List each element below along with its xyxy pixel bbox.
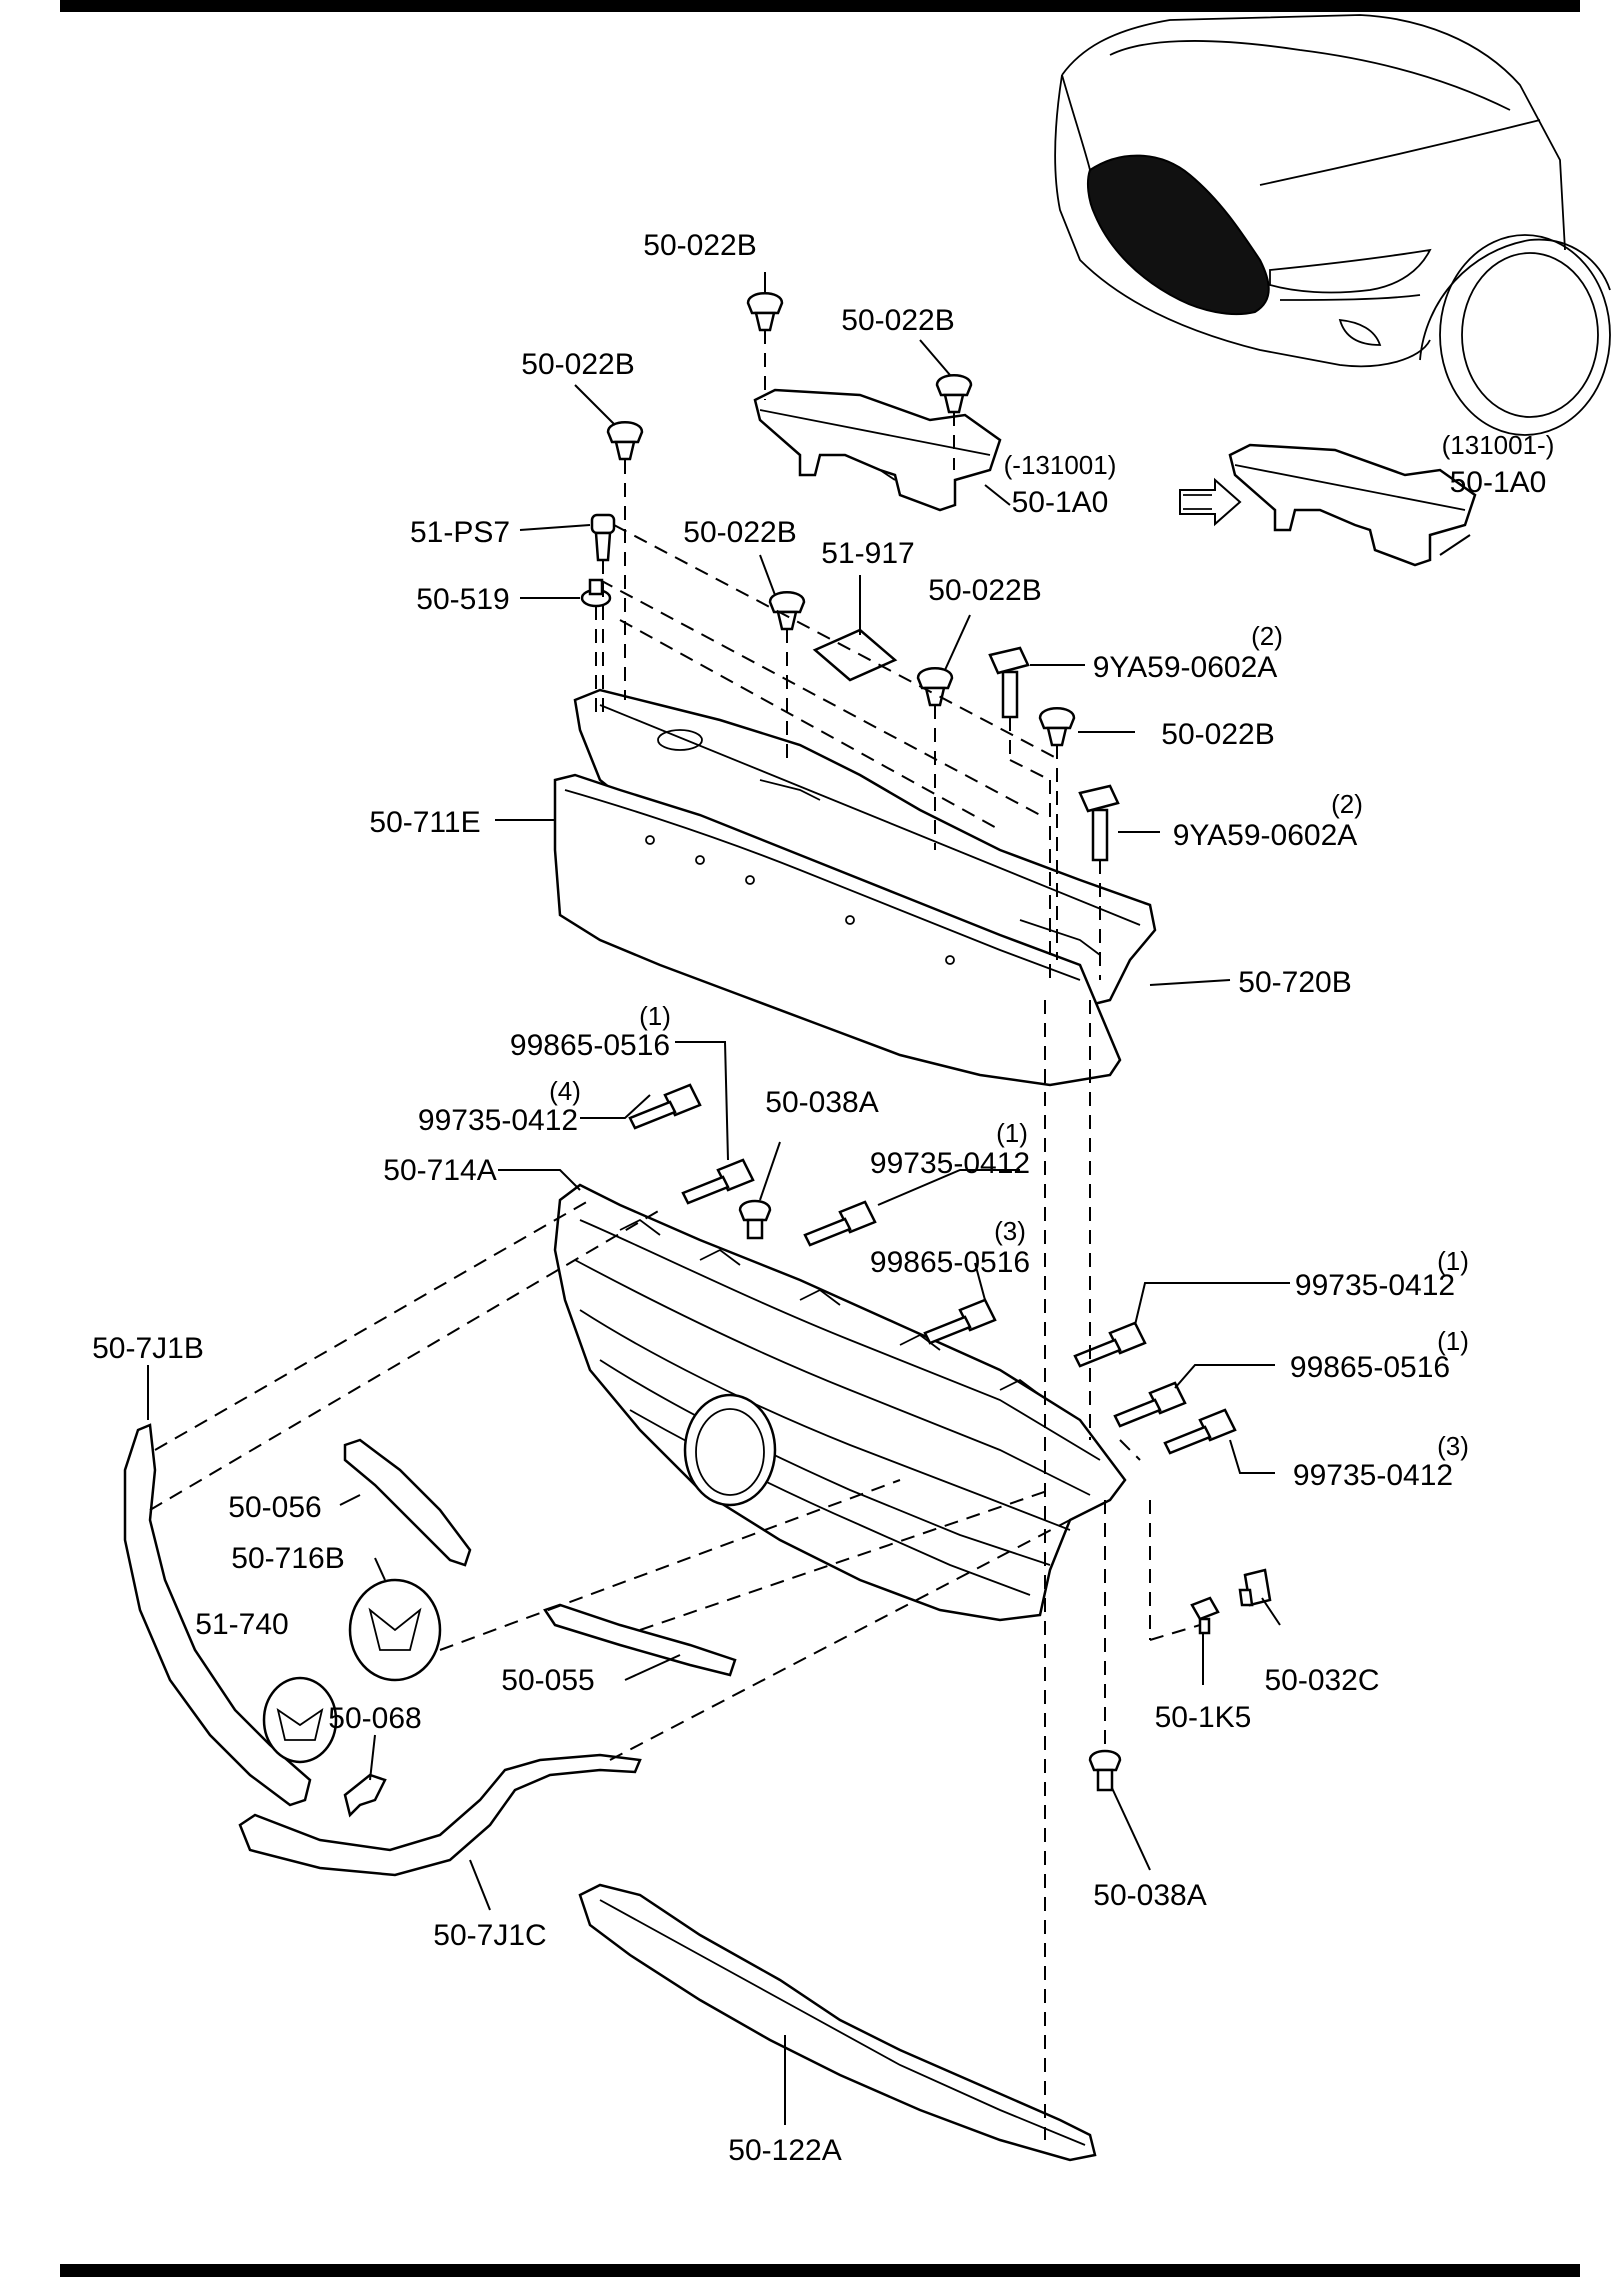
- molding-50-056: [343, 1438, 472, 1567]
- clip-50-022B-icon: [606, 421, 644, 461]
- bolt-9YA59-0602A-icon: [988, 646, 1030, 719]
- callout-label: (1): [1437, 1326, 1469, 1356]
- screw-99735-0412-icon: [628, 1083, 702, 1130]
- top-border-bar: [60, 0, 1580, 12]
- callout-label: 99735-0412: [1293, 1459, 1453, 1492]
- callout-label: (131001-): [1442, 430, 1555, 460]
- emblem-51-740: [262, 1676, 338, 1764]
- callout-label: 50-022B: [643, 229, 756, 262]
- clip-51-PS7-icon: [590, 513, 616, 562]
- callout-label: 50-022B: [521, 348, 634, 381]
- clip-50-022B-icon: [916, 667, 954, 707]
- callout-label: 50-720B: [1238, 966, 1351, 999]
- leader-lines: [147, 272, 1471, 2125]
- callout-label: 50-122A: [728, 2134, 841, 2167]
- callout-label: (3): [1437, 1431, 1469, 1461]
- assembly-lines: [149, 330, 1201, 2140]
- callout-label: 99865-0516: [510, 1029, 670, 1062]
- callout-label: 50-038A: [1093, 1879, 1206, 1912]
- callout-label: 50-022B: [1161, 718, 1274, 751]
- callout-label: 50-068: [328, 1702, 421, 1735]
- callout-label: (2): [1251, 621, 1283, 651]
- callout-label: 51-917: [821, 537, 914, 570]
- screw-99865-0516-icon: [681, 1158, 755, 1205]
- callout-label: 99865-0516: [870, 1246, 1030, 1279]
- emblem-base-50-716B: [348, 1578, 442, 1682]
- callout-label: (3): [994, 1216, 1026, 1246]
- clip-50-038A-icon: [1088, 1749, 1122, 1792]
- radiator-grille-50-714A: [553, 1183, 1127, 1622]
- upper-shroud-50-720B: [573, 688, 1157, 1007]
- air-guide-plate-late: [1228, 443, 1477, 567]
- label-sticker-51-917: [812, 628, 898, 682]
- screw-99735-0412-icon: [1073, 1321, 1147, 1368]
- callout-label: 50-711E: [369, 806, 480, 839]
- callout-label: 50-056: [228, 1491, 321, 1524]
- molding-50-055: [543, 1603, 737, 1677]
- callout-label: (1): [639, 1001, 671, 1031]
- air-guide-plate-early: [753, 388, 1002, 512]
- callout-label: (4): [549, 1076, 581, 1106]
- bracket-50-068: [343, 1773, 387, 1818]
- callout-label: 51-PS7: [410, 516, 510, 549]
- vehicle-front-view: [1054, 14, 1611, 436]
- callout-label: 50-1A0: [1450, 466, 1547, 499]
- callout-label: (1): [996, 1118, 1028, 1148]
- callout-label: 50-7J1B: [92, 1332, 204, 1365]
- callout-label: 99865-0516: [1290, 1351, 1450, 1384]
- callout-label: 50-714A: [383, 1154, 496, 1187]
- radiator-seal-50-711E: [553, 773, 1122, 1087]
- callout-label: 99735-0412: [870, 1147, 1030, 1180]
- callout-label: 9YA59-0602A: [1173, 819, 1358, 852]
- callout-label: 50-716B: [231, 1542, 344, 1575]
- screw-99735-0412-icon: [803, 1200, 877, 1247]
- callout-label: 50-1A0: [1012, 486, 1109, 519]
- molding-50-7J1C: [238, 1753, 642, 1877]
- callout-label: 51-740: [195, 1608, 288, 1641]
- bottom-border-bar: [60, 2264, 1580, 2277]
- screw-99865-0516-icon: [923, 1298, 997, 1345]
- callout-label: (1): [1437, 1246, 1469, 1276]
- callout-label: (-131001): [1004, 450, 1117, 480]
- clip-50-032C-icon: [1238, 1568, 1272, 1607]
- callout-label: 99735-0412: [418, 1104, 578, 1137]
- callout-label: 50-038A: [765, 1086, 878, 1119]
- callout-label: 50-022B: [683, 516, 796, 549]
- molding-50-7J1B: [123, 1423, 312, 1807]
- callout-label: 50-7J1C: [433, 1919, 546, 1952]
- callout-label: 99735-0412: [1295, 1269, 1455, 1302]
- clip-50-022B-icon: [1038, 707, 1076, 747]
- clip-50-022B-icon: [768, 591, 806, 631]
- callout-label: 50-022B: [841, 304, 954, 337]
- lower-reinforcement-50-122A: [578, 1883, 1097, 2162]
- screw-99865-0516-icon: [1113, 1381, 1187, 1428]
- callout-label: 50-022B: [928, 574, 1041, 607]
- clip-50-038A-icon: [738, 1199, 772, 1240]
- callout-label: 50-032C: [1264, 1664, 1379, 1697]
- callout-label: (2): [1331, 789, 1363, 819]
- callout-label: 50-519: [416, 583, 509, 616]
- callout-label: 9YA59-0602A: [1093, 651, 1278, 684]
- later-version-arrow: [1179, 477, 1242, 527]
- screw-99735-0412-icon: [1163, 1408, 1237, 1455]
- clip-50-022B-icon: [746, 292, 784, 332]
- clip-50-022B-icon: [935, 374, 973, 414]
- callout-label: 50-1K5: [1155, 1701, 1252, 1734]
- clip-50-1K5-icon: [1190, 1596, 1220, 1635]
- callout-label: 50-055: [501, 1664, 594, 1697]
- bolt-9YA59-0602A-icon: [1078, 784, 1120, 862]
